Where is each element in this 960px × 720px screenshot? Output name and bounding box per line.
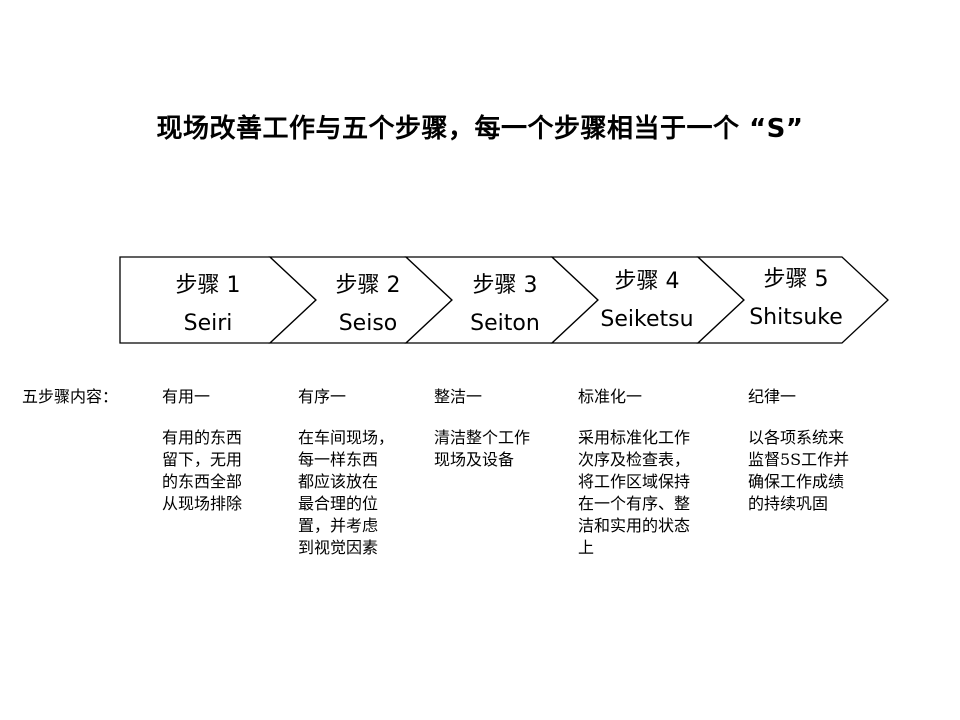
description-line: 到视觉因素	[298, 538, 379, 557]
description-line: 清洁整个工作	[434, 428, 531, 447]
step-1-label: 步骤 1	[176, 273, 241, 298]
description-line: 最合理的位	[298, 494, 379, 513]
description-line: 都应该放在	[298, 472, 379, 491]
step-2-name: Seiso	[339, 311, 398, 336]
description-line: 在车间现场，	[298, 428, 395, 447]
step-3-heading: 整洁一	[434, 387, 483, 406]
step-2-description: 在车间现场， 每一样东西 都应该放在 最合理的位 置，并考虑 到视觉因素	[298, 427, 394, 559]
step-5-chevron	[696, 256, 889, 344]
step-3-name: Seiton	[470, 311, 540, 336]
step-4-description: 采用标准化工作 次序及检查表， 将工作区域保持 在一个有序、整 洁和实用的状态 …	[578, 427, 690, 559]
step-5-heading: 纪律一	[748, 387, 797, 406]
step-3-description: 清洁整个工作 现场及设备	[434, 427, 530, 471]
description-line: 采用标准化工作	[578, 428, 691, 447]
step-1-description: 有用的东西 留下，无用 的东西全部 从现场排除	[162, 427, 242, 515]
description-line: 在一个有序、整	[578, 494, 691, 513]
row-label: 五步骤内容：	[22, 387, 119, 406]
step-4-label: 步骤 4	[615, 269, 680, 294]
description-line: 置，并考虑	[298, 516, 379, 535]
step-4-heading: 标准化一	[578, 387, 643, 406]
description-line: 的持续巩固	[748, 494, 829, 513]
step-2-label: 步骤 2	[336, 273, 401, 298]
description-line: 将工作区域保持	[578, 472, 691, 491]
description-line: 有用的东西	[162, 428, 243, 447]
step-5-label: 步骤 5	[764, 267, 829, 292]
description-line: 从现场排除	[162, 494, 243, 513]
description-line: 以各项系统来	[748, 428, 845, 447]
description-line: 留下，无用	[162, 450, 243, 469]
step-3-label: 步骤 3	[473, 273, 538, 298]
step-2-heading: 有序一	[298, 387, 347, 406]
description-line: 确保工作成绩	[748, 472, 845, 491]
description-line: 的东西全部	[162, 472, 243, 491]
description-line: 现场及设备	[434, 450, 515, 469]
description-line: 洁和实用的状态	[578, 516, 691, 535]
step-5-description: 以各项系统来 监督5S工作并 确保工作成绩 的持续巩固	[748, 427, 849, 515]
page-title: 现场改善工作与五个步骤，每一个步骤相当于一个 “S”	[156, 114, 804, 144]
description-line: 次序及检查表，	[578, 450, 691, 469]
step-1-heading: 有用一	[162, 387, 211, 406]
description-line: 上	[578, 538, 595, 557]
description-line: 每一样东西	[298, 450, 379, 469]
step-5-name: Shitsuke	[749, 305, 843, 330]
description-line: 监督5S工作并	[748, 450, 850, 469]
step-1-name: Seiri	[184, 311, 233, 336]
step-4-name: Seiketsu	[600, 307, 693, 332]
